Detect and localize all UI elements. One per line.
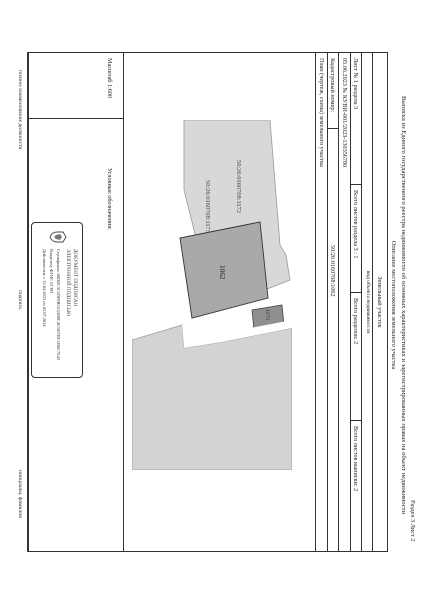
document-title: Выписка из Единого государственного реес… — [400, 95, 407, 515]
plan-caption: План (чертеж, схема) земельного участка — [318, 58, 325, 167]
signature-caption: подпись — [17, 290, 23, 310]
sections-count: Всего разделов: 2 — [352, 298, 359, 345]
plan-label-neighbor-top: 50:26:0160708:1172 — [235, 160, 242, 213]
position-caption: полное наименование должности — [17, 70, 23, 150]
sheet-corner-label: Раздел 3 Лист 2 — [409, 500, 416, 542]
section-sheets-count: Всего листов раздела 3 : 1 — [352, 190, 359, 259]
road-strip — [182, 318, 292, 348]
plan-label-main-plot: 1062 — [218, 265, 226, 280]
stamp-line-3: Сертификат: 00D0C5C2DF8B5A55B8C4C9D7BC1B… — [56, 249, 61, 361]
electronic-signature-stamp: ДОКУМЕНТ ПОДПИСАН ЭЛЕКТРОННОЙ ПОДПИСЬЮ С… — [31, 222, 83, 378]
plan-label-neighbor-left: 50:26:0160708:1173 — [204, 180, 211, 233]
neighbor-plot-bottom — [132, 324, 292, 470]
initials-caption: инициалы, фамилия — [17, 470, 23, 518]
total-sheets: Всего листов выписки: 2 — [352, 426, 359, 492]
land-plot-plan: 50:26:0160708:1172 50:26:0160708:1173 10… — [132, 120, 292, 470]
stamp-line-1: ДОКУМЕНТ ПОДПИСАН — [72, 249, 77, 307]
legend-label: Условные обозначения: — [106, 168, 113, 230]
stamp-line-5: Действителен: с 12.04.2023 по 05.07.2024 — [42, 249, 47, 327]
document-subtitle: Описание местоположения земельного участ… — [390, 240, 397, 370]
cadastral-label: Кадастровый номер: — [329, 58, 336, 113]
stamp-line-2: ЭЛЕКТРОННОЙ ПОДПИСЬЮ — [65, 249, 70, 316]
plan-drawing: 50:26:0160708:1172 50:26:0160708:1173 10… — [132, 120, 292, 470]
object-type: Земельный участок — [376, 276, 383, 328]
stamp-line-4: Владелец: ФГИС ЕГРН — [49, 249, 54, 294]
cadastral-number: 50:26:0160708:1062 — [329, 245, 336, 297]
sheet-number: Лист № 1 раздела 3 — [352, 58, 359, 110]
object-kind-caption: вид объекта недвижимости — [365, 270, 371, 334]
date-and-number: 05.06.2023 № КУВИ-001/2023-130356780 — [341, 58, 348, 168]
scale-label: Масштаб 1:600 — [106, 58, 113, 99]
emblem-icon — [49, 231, 67, 243]
plan-label-right-plot: 1173 — [264, 309, 270, 320]
main-plot-1062 — [179, 221, 269, 319]
